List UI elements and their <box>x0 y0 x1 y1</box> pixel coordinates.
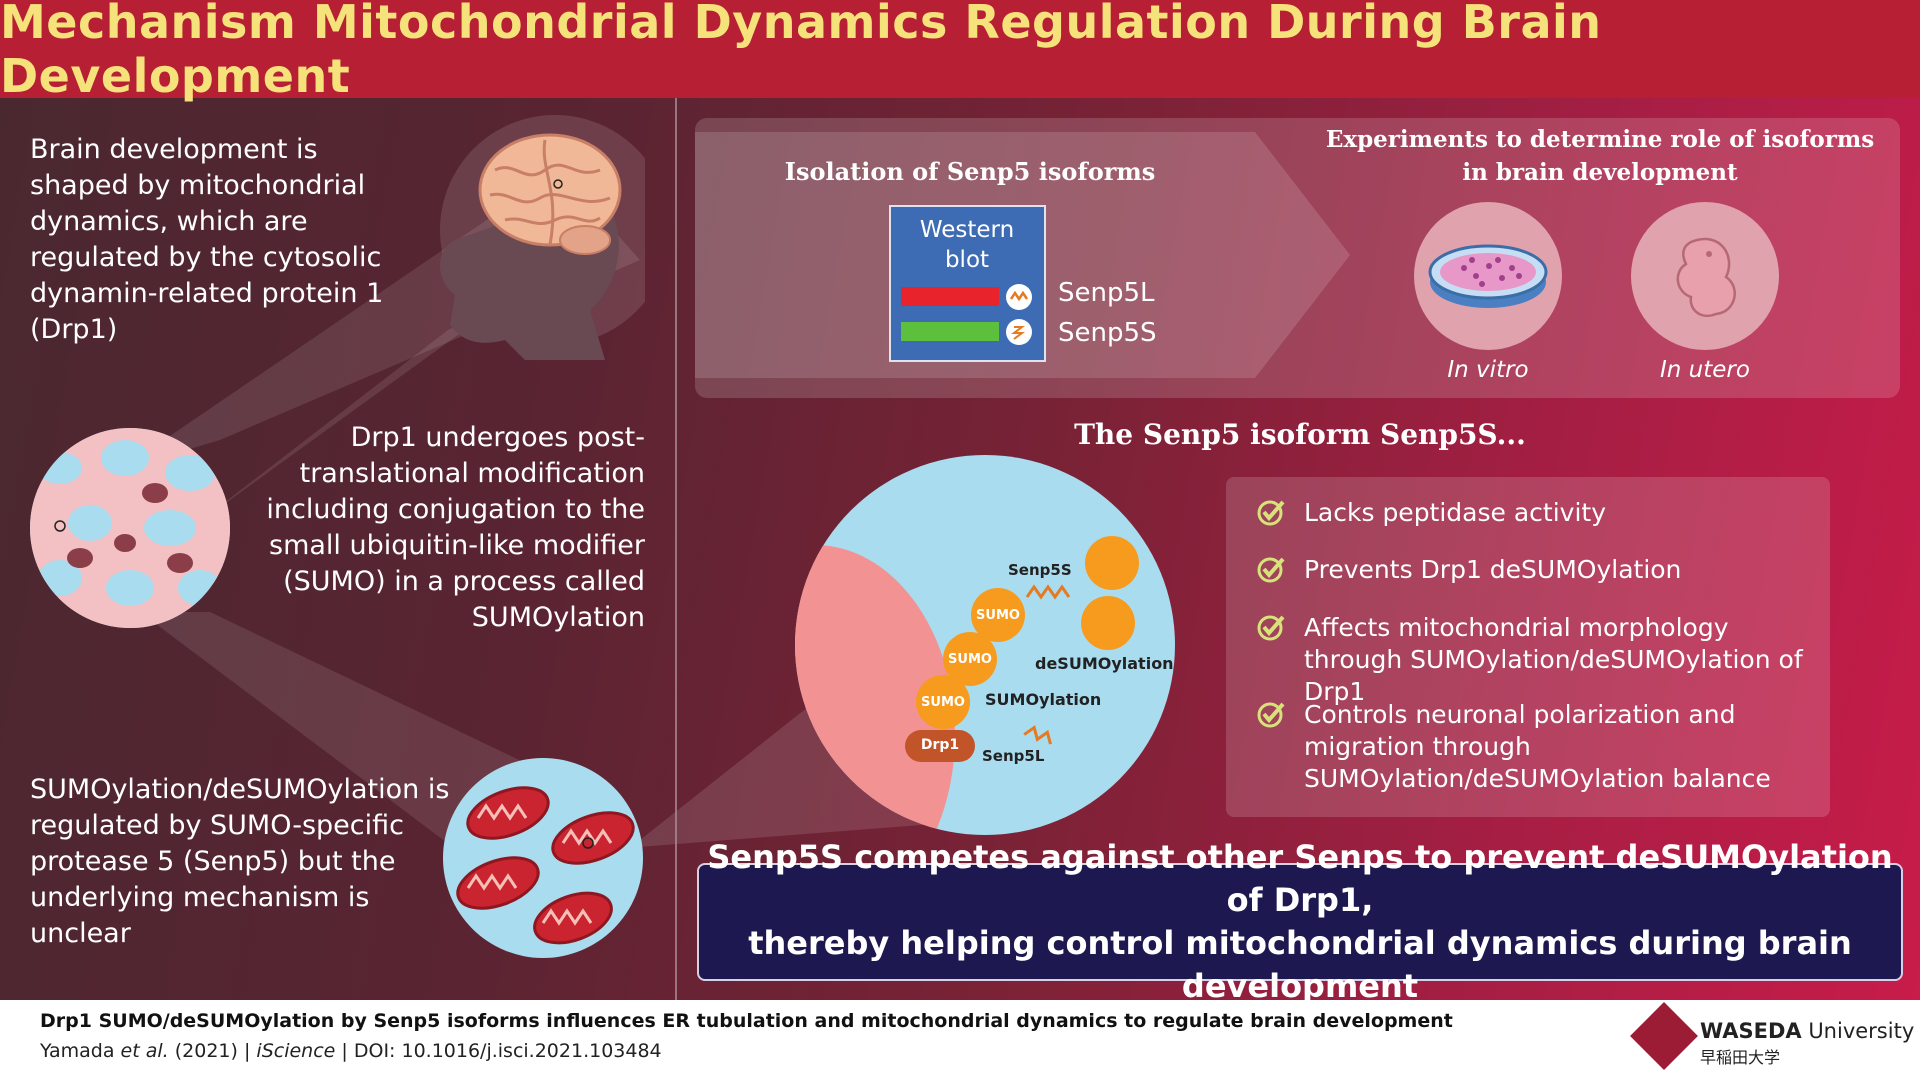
logo-name-rest: University <box>1801 1019 1915 1043</box>
check-item-1: Lacks peptidase activity <box>1256 497 1824 529</box>
page-title: Mechanism Mitochondrial Dynamics Regulat… <box>0 0 1602 103</box>
checkmark-icon <box>1257 702 1285 728</box>
infographic-canvas: Mechanism Mitochondrial Dynamics Regulat… <box>0 0 1920 1000</box>
citation-year: (2021) <box>174 1040 238 1062</box>
senp5l-label: Senp5L <box>1058 278 1155 308</box>
logo-name-bold: WASEDA <box>1700 1019 1802 1043</box>
citation-journal: iScience <box>256 1040 336 1062</box>
waseda-logo-name: WASEDA University <box>1700 1019 1914 1043</box>
zoom-senp5l-label: Senp5L <box>982 747 1045 765</box>
embryo-icon <box>1676 237 1736 317</box>
conclusion-box: Senp5S competes against other Senps to p… <box>697 838 1903 1000</box>
citation-separator: | <box>341 1040 348 1062</box>
conclusion-line-2: thereby helping control mitochondrial dy… <box>748 924 1852 1000</box>
findings-checklist: Lacks peptidase activity Prevents Drp1 d… <box>1226 477 1830 817</box>
checkmark-icon <box>1257 500 1285 526</box>
mitochondria-circle <box>443 758 643 958</box>
desumoylation-label: deSUMOylation <box>1035 654 1174 673</box>
waseda-logo-icon <box>1630 1002 1698 1070</box>
head-brain-illustration <box>440 115 645 360</box>
zoom-senp5s-label: Senp5S <box>1008 561 1072 579</box>
citation-doi: DOI: 10.1016/j.isci.2021.103484 <box>353 1040 662 1062</box>
senp5l-band <box>901 287 999 306</box>
senp5s-label: Senp5S <box>1058 318 1157 348</box>
in-utero-circle <box>1631 202 1779 350</box>
sumo-label-2: SUMO <box>948 652 992 667</box>
in-vitro-label: In vitro <box>1447 357 1529 383</box>
western-blot: Western blot <box>889 205 1046 362</box>
senp5-text: SUMOylation/deSUMOylation is regulated b… <box>30 774 450 949</box>
brain-icon <box>478 133 622 255</box>
check-text-2: Prevents Drp1 deSUMOylation <box>1304 555 1682 584</box>
senp5s-icon <box>1006 319 1032 345</box>
in-vitro-circle <box>1414 202 1562 350</box>
isolation-title: Isolation of Senp5 isoforms <box>784 157 1156 186</box>
citation-separator: | <box>243 1040 251 1062</box>
check-text-4: Controls neuronal polarization and migra… <box>1304 700 1771 793</box>
citation-authors: Yamada <box>40 1040 115 1062</box>
in-utero-label: In utero <box>1660 357 1750 383</box>
checkmark-icon <box>1257 615 1285 641</box>
intro-text: Brain development is shaped by mitochond… <box>30 134 384 345</box>
check-item-2: Prevents Drp1 deSUMOylation <box>1256 554 1824 586</box>
check-item-3: Affects mitochondrial morphology through… <box>1256 612 1824 708</box>
checkmark-icon <box>1257 557 1285 583</box>
petri-dish-icon <box>1428 244 1548 308</box>
sumoylation-text: Drp1 undergoes post-translational modifi… <box>266 422 645 633</box>
vertical-divider <box>675 98 677 1000</box>
check-item-4: Controls neuronal polarization and migra… <box>1256 699 1824 795</box>
sumoylation-label: SUMOylation <box>985 690 1102 709</box>
drp1-label: Drp1 <box>920 737 960 753</box>
sumoylation-zoom-circle: Senp5S SUMO SUMO SUMO Drp1 deSUMOylation… <box>795 455 1175 835</box>
citation: Yamada et al. (2021) | iScience | DOI: 1… <box>40 1040 662 1062</box>
senp5s-heading: The Senp5 isoform Senp5S... <box>1074 418 1526 451</box>
sumo-label-1: SUMO <box>976 608 1020 623</box>
senp5l-icon <box>1006 284 1032 310</box>
experiments-title: Experiments to determine role of isoform… <box>1325 126 1875 186</box>
western-blot-title: Western blot <box>919 217 1015 273</box>
check-text-1: Lacks peptidase activity <box>1304 498 1607 527</box>
check-text-3: Affects mitochondrial morphology through… <box>1304 613 1803 706</box>
cell-network-circle <box>30 428 230 628</box>
conclusion-line-1: Senp5S competes against other Senps to p… <box>707 838 1893 919</box>
title-bar: Mechanism Mitochondrial Dynamics Regulat… <box>0 0 1920 103</box>
paper-title: Drp1 SUMO/deSUMOylation by Senp5 isoform… <box>40 1010 1453 1032</box>
citation-et-al: et al. <box>120 1040 169 1062</box>
waseda-logo-jp: 早稲田大学 <box>1700 1048 1781 1067</box>
sumo-label-3: SUMO <box>921 695 965 710</box>
senp5s-band <box>901 322 999 341</box>
